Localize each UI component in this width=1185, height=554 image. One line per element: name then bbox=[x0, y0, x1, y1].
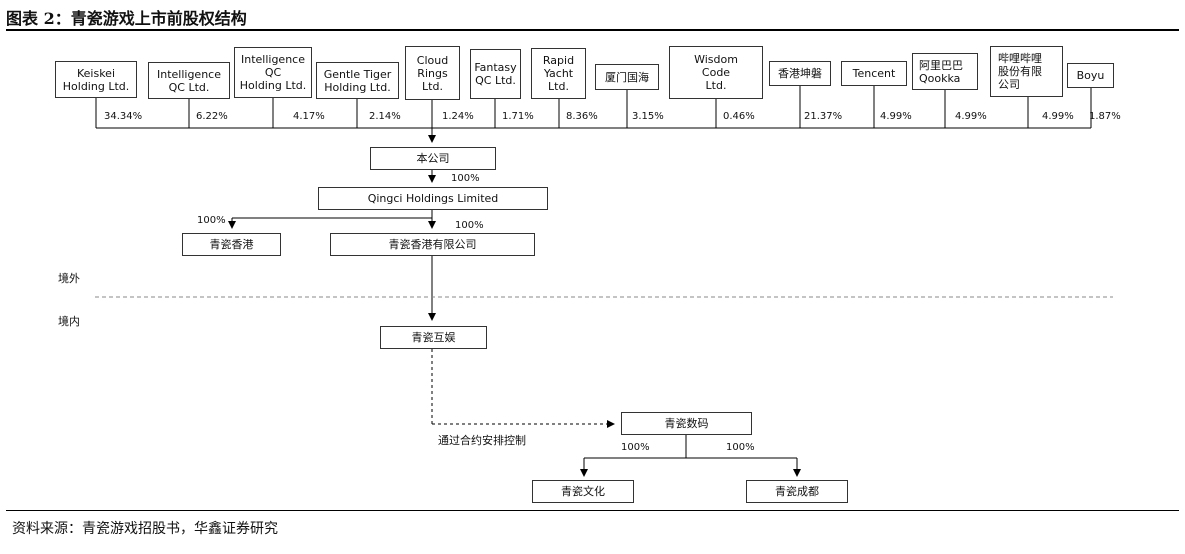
pct-hk-kunpan: 21.37% bbox=[804, 111, 843, 122]
huyu-box: 青瓷互娱 bbox=[380, 326, 487, 349]
chengdu-box: 青瓷成都 bbox=[746, 480, 848, 503]
bottom-rule bbox=[6, 510, 1179, 511]
hk2-box: 青瓷香港有限公司 bbox=[330, 233, 535, 256]
pct-gentle-tiger: 2.14% bbox=[369, 111, 401, 122]
shuma-box: 青瓷数码 bbox=[621, 412, 752, 435]
chart-title: 图表 2：青瓷游戏上市前股权结构 bbox=[6, 9, 247, 28]
shareholder-box-tencent: Tencent bbox=[841, 61, 907, 86]
hk1-pct: 100% bbox=[197, 215, 226, 226]
shareholder-box-cloud-rings: Cloud Rings Ltd. bbox=[405, 46, 460, 100]
vie-label: 通过合约安排控制 bbox=[438, 434, 526, 447]
shareholder-box-rapid-yacht: Rapid Yacht Ltd. bbox=[531, 48, 586, 99]
shareholder-box-intelligence-qc-holding: Intelligence QC Holding Ltd. bbox=[234, 47, 312, 98]
pct-boyu: 1.87% bbox=[1089, 111, 1121, 122]
pct-wisdom-code: 0.46% bbox=[723, 111, 755, 122]
onshore-label: 境内 bbox=[58, 315, 80, 328]
hk2-pct: 100% bbox=[455, 220, 484, 231]
shareholder-box-intelligence-qc: Intelligence QC Ltd. bbox=[148, 62, 230, 99]
shareholder-box-boyu: Boyu bbox=[1067, 63, 1114, 88]
chengdu-pct: 100% bbox=[726, 442, 755, 453]
shareholder-box-bilibili: 哔哩哔哩 股份有限 公司 bbox=[990, 46, 1063, 97]
pct-fantasy-qc: 1.71% bbox=[502, 111, 534, 122]
shareholder-box-gentle-tiger: Gentle Tiger Holding Ltd. bbox=[316, 62, 399, 99]
pct-intelligence-qc: 6.22% bbox=[196, 111, 228, 122]
shareholder-box-keiskei: Keiskei Holding Ltd. bbox=[55, 61, 137, 98]
top-rule bbox=[6, 29, 1179, 31]
shareholder-box-alibaba-qookka: 阿里巴巴 Qookka bbox=[912, 53, 978, 90]
pct-xiamen-guohai: 3.15% bbox=[632, 111, 664, 122]
source-note: 资料来源：青瓷游戏招股书，华鑫证券研究 bbox=[12, 521, 278, 537]
shareholder-box-wisdom-code: Wisdom Code Ltd. bbox=[669, 46, 763, 99]
pct-bilibili: 4.99% bbox=[1042, 111, 1074, 122]
offshore-label: 境外 bbox=[58, 272, 80, 285]
holding-pct: 100% bbox=[451, 173, 480, 184]
pct-tencent: 4.99% bbox=[880, 111, 912, 122]
holding-box: Qingci Holdings Limited bbox=[318, 187, 548, 210]
hk1-box: 青瓷香港 bbox=[182, 233, 281, 256]
company-box: 本公司 bbox=[370, 147, 496, 170]
pct-alibaba-qookka: 4.99% bbox=[955, 111, 987, 122]
shareholder-box-xiamen-guohai: 厦门国海 bbox=[595, 64, 659, 90]
pct-keiskei: 34.34% bbox=[104, 111, 143, 122]
wenhua-pct: 100% bbox=[621, 442, 650, 453]
shareholder-box-fantasy-qc: Fantasy QC Ltd. bbox=[470, 49, 521, 99]
pct-intelligence-qc-holding: 4.17% bbox=[293, 111, 325, 122]
pct-rapid-yacht: 8.36% bbox=[566, 111, 598, 122]
wenhua-box: 青瓷文化 bbox=[532, 480, 634, 503]
pct-cloud-rings: 1.24% bbox=[442, 111, 474, 122]
shareholder-box-hk-kunpan: 香港坤磐 bbox=[769, 61, 831, 86]
